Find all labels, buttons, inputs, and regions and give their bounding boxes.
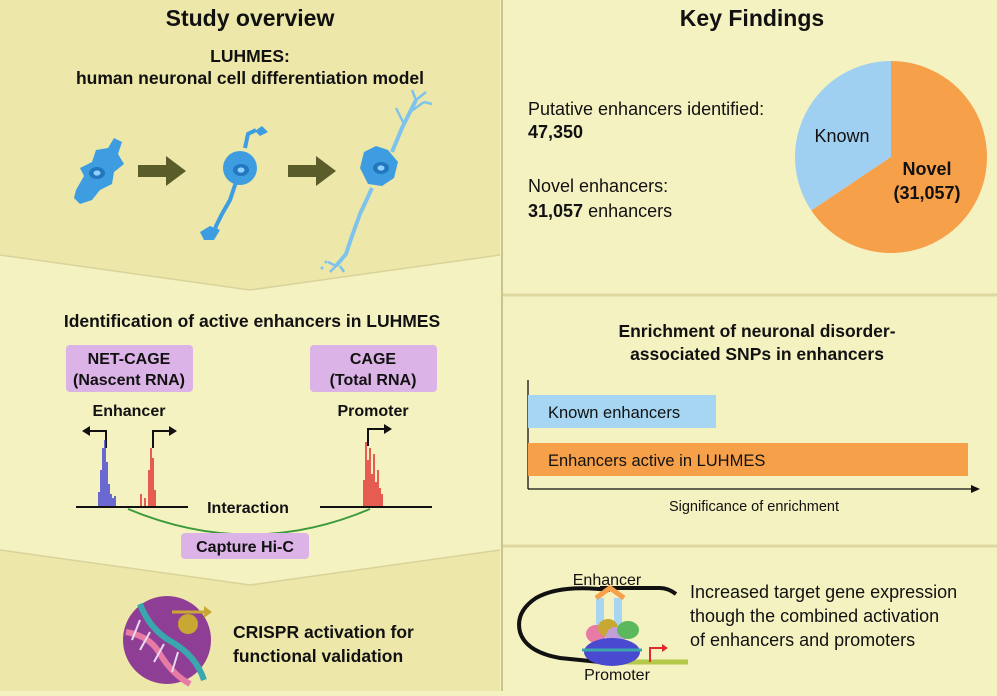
- interaction-label: Interaction: [207, 500, 289, 517]
- capture-hic-box: [181, 533, 309, 559]
- pie-known-label: Known: [814, 126, 869, 146]
- enrichment-title-line1: Enrichment of neuronal disorder-: [618, 321, 895, 341]
- tss-arrowhead-icon: [169, 426, 177, 436]
- identification-chevron: [0, 255, 500, 585]
- novel-count: 31,057 enhancers: [528, 201, 672, 221]
- model-promoter-label: Promoter: [584, 667, 650, 684]
- study-overview-title: Study overview: [166, 5, 335, 31]
- enhancer-promoter-loop-model: [517, 584, 688, 666]
- putative-value: 47,350: [528, 122, 583, 142]
- tss-arrow-icon: [88, 430, 107, 448]
- key-findings-title: Key Findings: [680, 5, 824, 31]
- promoter-label: Promoter: [337, 403, 408, 420]
- progenitor-cell: [74, 138, 124, 204]
- pie-slice-novel: [811, 61, 987, 253]
- crispr-line1: CRISPR activation for: [233, 622, 414, 642]
- cage-sublabel: (Total RNA): [330, 372, 417, 389]
- axis-arrow-icon: [971, 485, 980, 493]
- pie-novel-value: (31,057): [893, 183, 960, 203]
- chevron-edge: [0, 254, 251, 291]
- novel-value: 31,057: [528, 201, 583, 221]
- model-description: human neuronal cell differentiation mode…: [76, 68, 424, 88]
- crispr-chevron: [0, 550, 500, 691]
- crispr-line2: functional validation: [233, 646, 403, 666]
- chevron-edge: [0, 549, 251, 586]
- arrow-right-icon: [138, 156, 186, 186]
- capture-hic-label: Capture Hi-C: [196, 539, 294, 556]
- bar-active-label: Enhancers active in LUHMES: [548, 452, 765, 470]
- bar-active-enhancers: [528, 443, 968, 476]
- net-cage-sublabel: (Nascent RNA): [73, 372, 185, 389]
- differentiating-neuron: [200, 126, 268, 240]
- tss-arrowhead-icon: [82, 426, 90, 436]
- net-cage-signal: [98, 440, 116, 506]
- enhancer-cage-signal: [140, 448, 156, 506]
- net-cage-box: [66, 345, 193, 392]
- mature-neuron: [320, 89, 433, 273]
- pie-slice-known: [795, 61, 891, 211]
- net-cage-label: NET-CAGE: [88, 351, 171, 368]
- tss-arrow-icon: [152, 430, 171, 448]
- pie-novel-label: Novel: [902, 159, 951, 179]
- finding-line3: of enhancers and promoters: [690, 630, 915, 650]
- model-name: LUHMES:: [210, 46, 290, 66]
- cage-label: CAGE: [350, 351, 397, 368]
- tss-arrow-icon: [367, 428, 386, 446]
- novel-known-pie-chart: [795, 61, 987, 253]
- novel-unit: enhancers: [583, 201, 672, 221]
- finding-line1: Increased target gene expression: [690, 582, 957, 602]
- finding-line2: though the combined activation: [690, 606, 939, 626]
- crispr-icon: [123, 596, 212, 687]
- arrow-right-icon: [288, 156, 336, 186]
- overview-chevron: [0, 0, 500, 290]
- cage-box: [310, 345, 437, 392]
- tss-arrowhead-icon: [384, 424, 392, 434]
- model-enhancer-label: Enhancer: [573, 572, 642, 589]
- promoter-cage-signal: [363, 442, 383, 506]
- enhancer-label: Enhancer: [93, 403, 166, 420]
- bar-known-enhancers: [528, 395, 716, 428]
- enrichment-title-line2: associated SNPs in enhancers: [630, 344, 884, 364]
- putative-label: Putative enhancers identified:: [528, 99, 764, 119]
- bar-known-label: Known enhancers: [548, 404, 680, 422]
- chevron-edge: [249, 254, 501, 291]
- novel-label: Novel enhancers:: [528, 176, 668, 196]
- identification-title: Identification of active enhancers in LU…: [64, 311, 440, 331]
- chevron-edge: [249, 549, 501, 586]
- axis-label: Significance of enrichment: [669, 499, 839, 515]
